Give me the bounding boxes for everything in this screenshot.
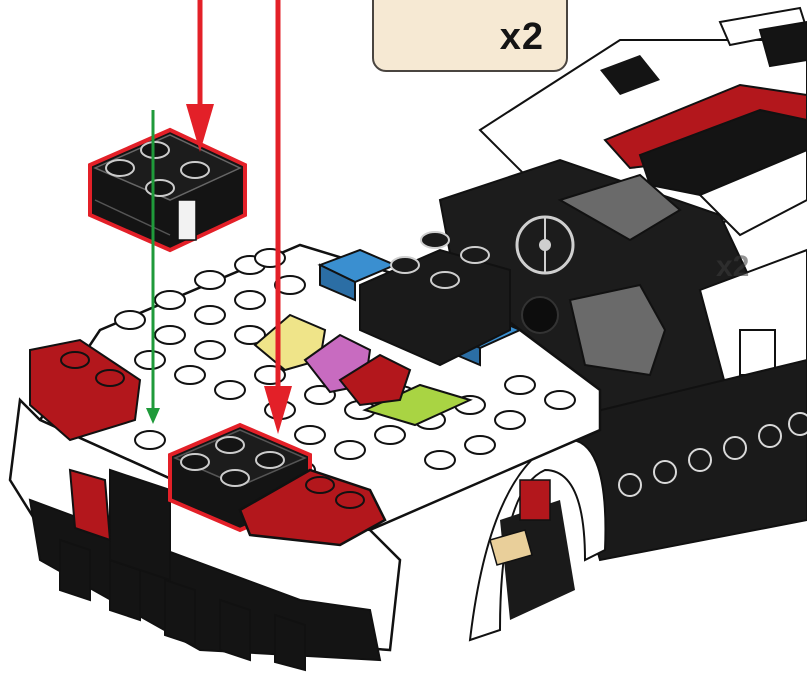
quantity-label: x2 <box>500 16 544 59</box>
background-quantity-label: x2 <box>716 250 749 284</box>
red-arrow-left <box>186 0 214 152</box>
quantity-callout: x2 <box>372 0 568 72</box>
new-part-black-plate <box>90 130 245 250</box>
